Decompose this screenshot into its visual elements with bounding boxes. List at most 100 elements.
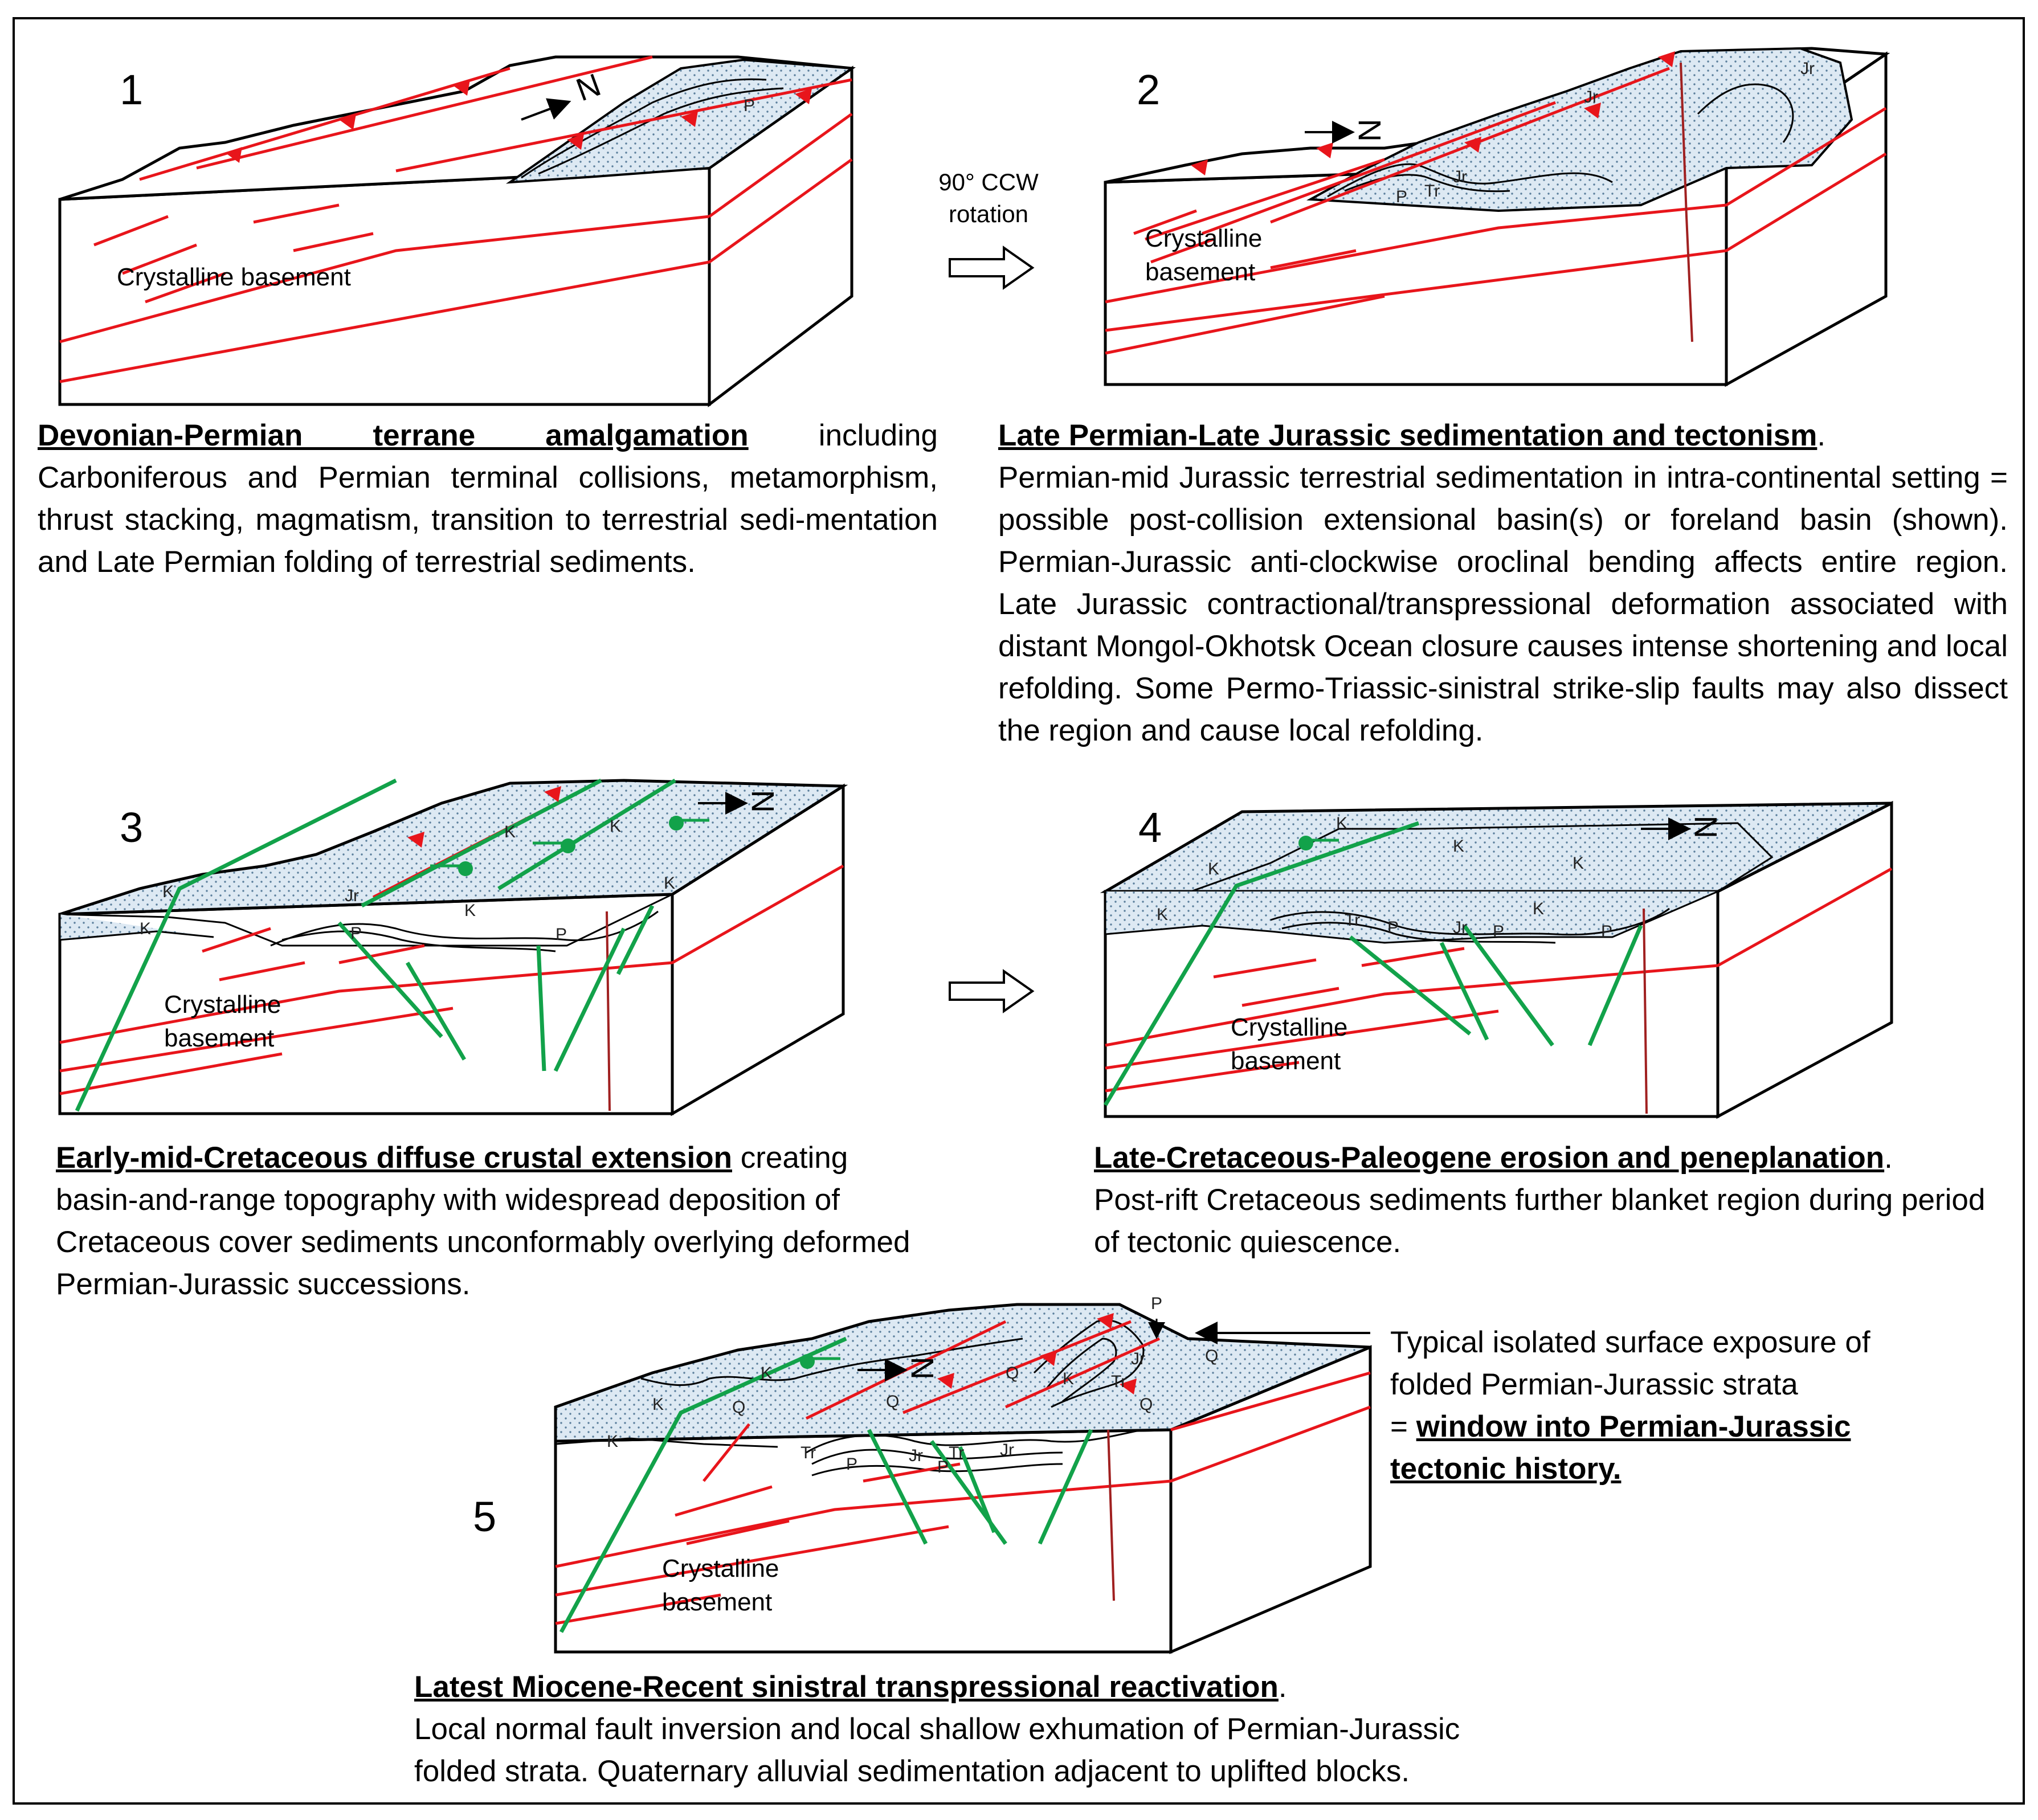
panel-3-basement-line-2: basement: [164, 1024, 275, 1052]
panel-5-basement-line-2: basement: [662, 1588, 773, 1616]
unit-label: Jr: [1584, 88, 1598, 107]
unit-label: Tr: [949, 1443, 964, 1462]
panel-1-caption: Devonian-Permian terrane amalgamation in…: [38, 415, 938, 583]
panel-5-block-diagram: N K K K Q Q Q K Q Q Jr Tr P Tr P Jr Tr J…: [554, 1294, 1372, 1654]
panel-1-permian-basin: [505, 58, 855, 184]
north-label: N: [745, 790, 781, 813]
unit-label: K: [1336, 814, 1347, 833]
panel-2-basement-label: Crystalline basement: [1145, 222, 1262, 289]
unit-label: P: [1396, 187, 1407, 206]
panel-5-basement-label: Crystalline basement: [662, 1552, 779, 1619]
rotation-label: 90° CCW rotation: [926, 166, 1051, 230]
unit-label: K: [162, 882, 174, 901]
panel-2-caption: Late Permian-Late Jurassic sedimentation…: [998, 415, 2008, 752]
unit-label: Tr: [1345, 911, 1360, 930]
unit-label: P: [556, 925, 567, 944]
panel-5-caption-line-1: Local normal fault inversion and local s…: [414, 1712, 1460, 1746]
panel-4-basement-label: Crystalline basement: [1231, 1011, 1347, 1078]
unit-label: Tr: [801, 1443, 816, 1462]
panel-3-caption-title: Early-mid-Cretaceous diffuse crustal ext…: [56, 1141, 732, 1175]
rotation-label-line-2: rotation: [948, 201, 1029, 227]
unit-label: Jr: [1000, 1441, 1014, 1459]
panel-1-caption-text: including Carboniferous and Permian term…: [38, 419, 938, 579]
panel-1-number: 1: [120, 66, 144, 113]
rotation-arrow: [949, 246, 1035, 290]
panel-4-basement-line-1: Crystalline: [1231, 1013, 1348, 1041]
north-label: N: [904, 1357, 940, 1380]
unit-label: Jr: [345, 886, 359, 905]
panel-5-caption-period: .: [1278, 1670, 1287, 1704]
unit-label: Q: [732, 1398, 745, 1417]
panel-3-to-4-arrow: [949, 969, 1035, 1013]
panel-1-basement-label: Crystalline basement: [117, 263, 351, 291]
unit-label: K: [607, 1432, 618, 1451]
unit-label: K: [464, 901, 476, 920]
unit-label: P: [744, 96, 755, 115]
unit-label: P: [1601, 922, 1612, 941]
panel-4-number: 4: [1138, 804, 1162, 851]
panel-3-block-diagram: N K K K K K Jr P P K: [58, 778, 848, 1116]
panel-3-basement-label: Crystalline basement: [164, 988, 281, 1055]
panel-5-caption: Latest Miocene-Recent sinistral transpre…: [414, 1666, 1554, 1793]
panel-2-caption-text: Permian-mid Jurassic terrestrial sedimen…: [998, 461, 2008, 747]
panel-4-caption-text: Post-rift Cretaceous sediments further b…: [1094, 1183, 1986, 1259]
panel-4-block-diagram: N K K K K K K Tr P Jr P P: [1100, 800, 1893, 1119]
unit-label: Jr: [1131, 1349, 1145, 1368]
unit-label: K: [610, 817, 621, 836]
panel-3-caption: Early-mid-Cretaceous diffuse crustal ext…: [56, 1137, 933, 1306]
window-annotation: Typical isolated surface exposure of fol…: [1390, 1322, 1988, 1490]
panel-2-basin: [1306, 47, 1853, 212]
unit-label: P: [1493, 922, 1504, 941]
north-label: N: [1688, 816, 1723, 839]
panel-2-caption-title: Late Permian-Late Jurassic sedimentation…: [998, 419, 1818, 452]
rotation-label-line-1: 90° CCW: [938, 169, 1039, 195]
unit-label: K: [761, 1364, 772, 1383]
unit-label: Q: [1140, 1395, 1153, 1414]
panel-2-caption-period: .: [1817, 419, 1826, 452]
annotation-line-1: Typical isolated surface exposure of: [1390, 1326, 1870, 1359]
unit-label: K: [652, 1395, 664, 1414]
unit-label: P: [1151, 1294, 1162, 1313]
panel-2-block-diagram: N P Tr Jr Jr Jr: [1104, 47, 1890, 387]
unit-label: Jr: [1800, 59, 1815, 78]
unit-label: K: [664, 874, 675, 893]
annotation-bold-2: tectonic history.: [1390, 1452, 1622, 1486]
unit-label: K: [1063, 1369, 1074, 1388]
panel-3-normal-faults: [75, 778, 676, 1112]
unit-label: Q: [886, 1392, 899, 1411]
unit-label: P: [846, 1455, 857, 1474]
panel-4-caption: Late-Cretaceous-Paleogene erosion and pe…: [1094, 1137, 2006, 1263]
panel-1-block-diagram: N P: [58, 55, 856, 408]
unit-label: K: [1208, 860, 1219, 878]
unit-label: P: [350, 924, 362, 943]
panel-1-thrust-teeth: [225, 80, 812, 163]
unit-label: K: [140, 919, 151, 938]
panel-4-caption-title: Late-Cretaceous-Paleogene erosion and pe…: [1094, 1141, 1885, 1175]
unit-label: Q: [1006, 1364, 1019, 1383]
panel-4-caption-period: .: [1884, 1141, 1893, 1175]
figure-frame: [13, 17, 2025, 1805]
unit-label: K: [1533, 899, 1544, 918]
panel-3-caption-text: creating basin-and-range topography with…: [56, 1141, 910, 1301]
unit-label: K: [504, 823, 516, 841]
unit-label: Q: [1205, 1347, 1218, 1365]
unit-label: Tr: [1424, 182, 1440, 201]
panel-5-basement-line-1: Crystalline: [662, 1555, 779, 1582]
panel-5-caption-title: Latest Miocene-Recent sinistral transpre…: [414, 1670, 1279, 1704]
panel-5-number: 5: [473, 1493, 497, 1540]
panel-5-caption-line-2: folded strata. Quaternary alluvial sedim…: [414, 1754, 1410, 1788]
panel-4-basement-line-2: basement: [1231, 1046, 1341, 1075]
north-label: N: [1351, 119, 1387, 142]
unit-label: Jr: [909, 1446, 923, 1465]
unit-label: K: [1157, 905, 1168, 924]
panel-2-number: 2: [1137, 66, 1161, 113]
annotation-prefix: =: [1390, 1410, 1416, 1443]
unit-label: Jr: [1453, 918, 1467, 937]
unit-label: Tr: [1111, 1372, 1126, 1391]
annotation-bold-1: window into Permian-Jurassic: [1416, 1410, 1851, 1443]
panel-2-basement-line-1: Crystalline: [1145, 224, 1263, 252]
unit-label: K: [1573, 854, 1584, 873]
annotation-line-2: folded Permian-Jurassic strata: [1390, 1368, 1798, 1401]
panel-1-thrust-faults: [59, 55, 853, 383]
